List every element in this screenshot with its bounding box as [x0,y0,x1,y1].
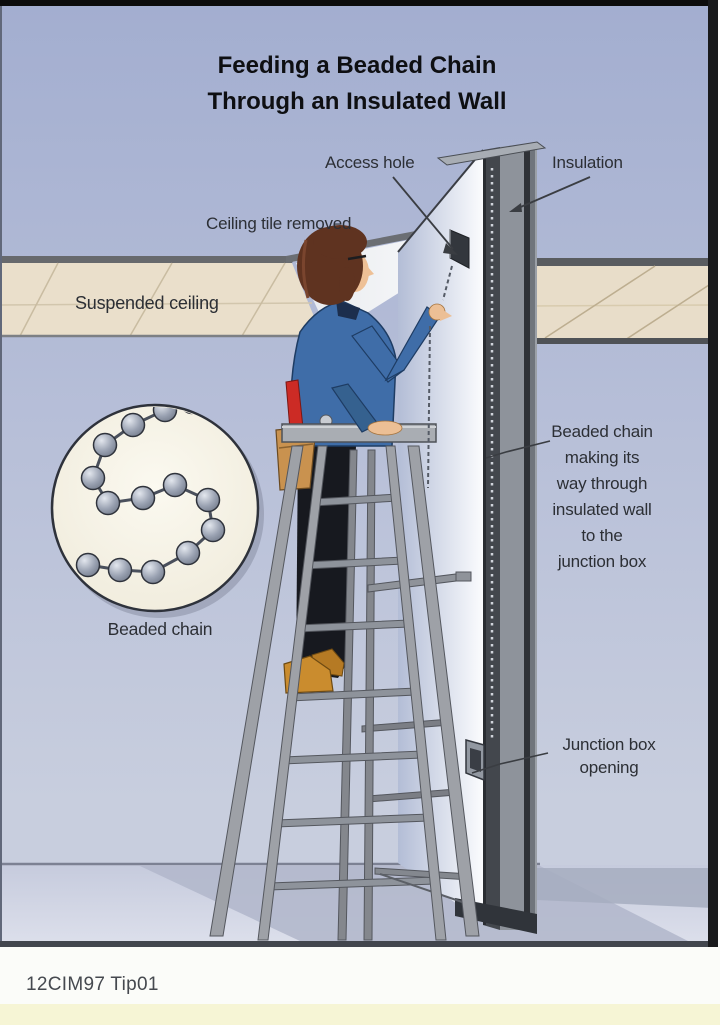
beaded-chain-inset [50,403,264,618]
woman-near-arm [331,383,403,436]
suspended-ceiling-left [0,256,322,338]
stepladder [209,423,480,941]
suspended-ceiling-right [529,258,713,344]
label-beaded-chain-inset: Beaded chain [107,619,213,639]
label-chain-route: Beaded chain making its way through insu… [551,422,653,571]
label-ceiling-tile-removed: Ceiling tile removed [206,214,352,233]
label-access-hole: Access hole [325,153,415,172]
label-insulation: Insulation [552,153,623,172]
leader-lines [392,176,591,774]
diagram-title: Feeding a Beaded Chain Through an Insula… [207,52,507,115]
label-suspended-ceiling: Suspended ceiling [75,293,219,313]
beaded-chain-feed [427,265,453,489]
label-junction-box: Junction box opening [562,735,656,777]
junction-box-opening [465,739,485,782]
figure-code: 12CIM97 Tip01 [26,974,159,995]
